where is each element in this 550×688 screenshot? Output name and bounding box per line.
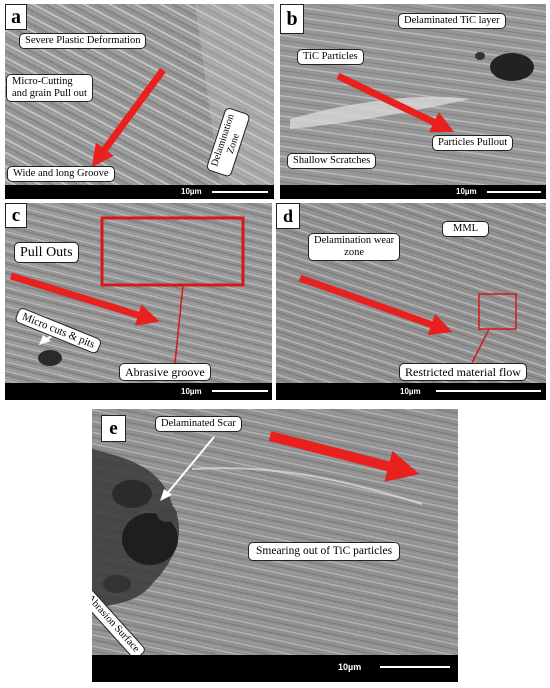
label-pull-outs: Pull Outs (14, 242, 79, 263)
panel-label-d: d (276, 203, 300, 229)
overlay-d (298, 274, 517, 366)
label-delaminated-scar: Delaminated Scar (155, 416, 242, 432)
label-delaminated-tic-layer: Delaminated TiC layer (398, 13, 506, 29)
label-restricted-material-flow: Restricted material flow (399, 363, 527, 381)
panel-e: e Delaminated Scar Smearing out of TiC p… (92, 409, 458, 682)
panel-a: a Severe Plastic Deformation Micro-Cutti… (5, 4, 274, 199)
arrow-a (91, 67, 166, 168)
panel-c: c Pull Outs Micro cuts & pits Abrasive g… (5, 203, 272, 400)
scale-bar-d: 10µm (276, 383, 546, 400)
label-micro-cutting: Micro-Cutting and grain Pull out (6, 74, 93, 102)
scale-bar-a: 10µm (5, 185, 274, 199)
label-delamination-wear-zone: Delamination wear zone (308, 233, 401, 261)
label-abrasive-groove: Abrasive groove (119, 363, 211, 381)
highlight-box-d (478, 293, 517, 330)
label-smearing-tic: Smearing out of TiC particles (248, 542, 401, 561)
panel-label-c: c (5, 203, 27, 228)
scale-text-c: 10µm (181, 387, 202, 396)
panel-label-e: e (101, 415, 126, 442)
label-severe-plastic-deformation: Severe Plastic Deformation (19, 33, 147, 49)
label-particles-pullout: Particles Pullout (432, 135, 514, 151)
panel-label-a: a (5, 4, 27, 30)
label-mml: MML (442, 221, 490, 237)
scale-bar-e: 10µm (92, 655, 458, 682)
panel-d: d Delamination wear zone MML Restricted … (276, 203, 546, 400)
panel-b: b Delaminated TiC layer TiC Particles Pa… (280, 4, 546, 199)
scale-bar-b: 10µm (280, 185, 546, 199)
scale-text-b: 10µm (456, 187, 477, 196)
arrow-b (336, 72, 455, 133)
scale-text-a: 10µm (181, 187, 202, 196)
scale-text-e: 10µm (338, 662, 362, 672)
panel-label-b: b (280, 4, 304, 34)
overlay-e (160, 431, 420, 501)
label-wide-long-groove: Wide and long Groove (7, 166, 115, 182)
scale-text-d: 10µm (400, 387, 421, 396)
highlight-box-c (100, 216, 245, 287)
sem-image-c (5, 203, 272, 400)
label-shallow-scratches: Shallow Scratches (287, 153, 377, 169)
scale-bar-c: 10µm (5, 383, 272, 400)
label-tic-particles: TiC Particles (297, 49, 364, 65)
